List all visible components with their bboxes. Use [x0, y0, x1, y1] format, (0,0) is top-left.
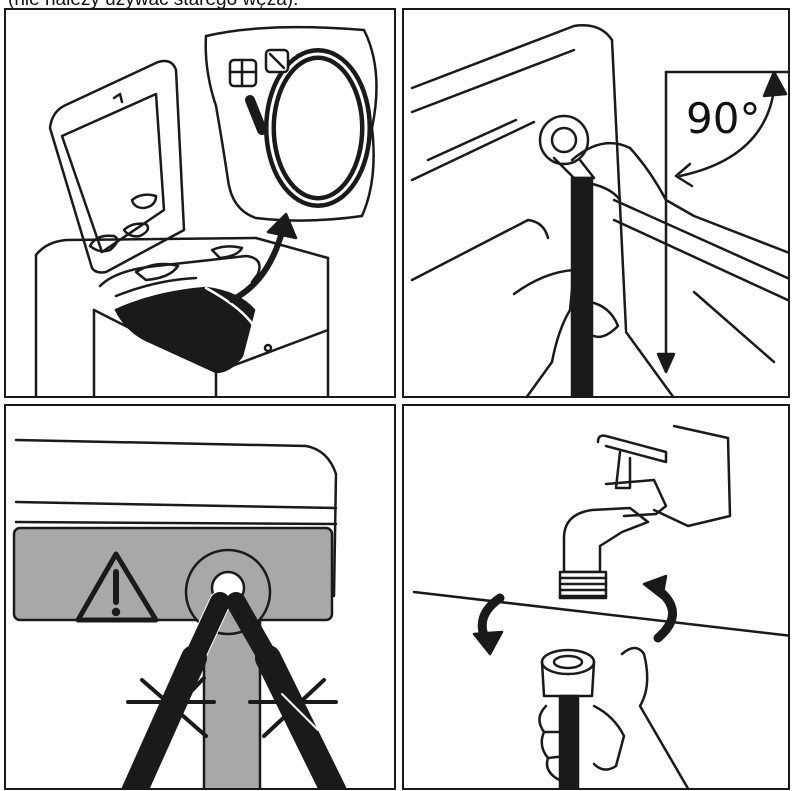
hose-bag-icon	[206, 27, 377, 220]
machine-back-illustration	[14, 440, 336, 790]
panel-no-bend-warning	[4, 404, 396, 790]
angle-label: 90°	[686, 98, 760, 140]
hose-nut-icon	[542, 650, 594, 790]
hand-icon	[514, 143, 790, 398]
panel-remove-hose	[4, 8, 396, 398]
hose-connector-icon	[540, 116, 594, 398]
machine-back-illustration	[412, 25, 790, 398]
tap-icon	[560, 426, 730, 598]
panel-connect-tap	[402, 404, 790, 790]
panel-rotate-hose: 90°	[402, 8, 790, 398]
